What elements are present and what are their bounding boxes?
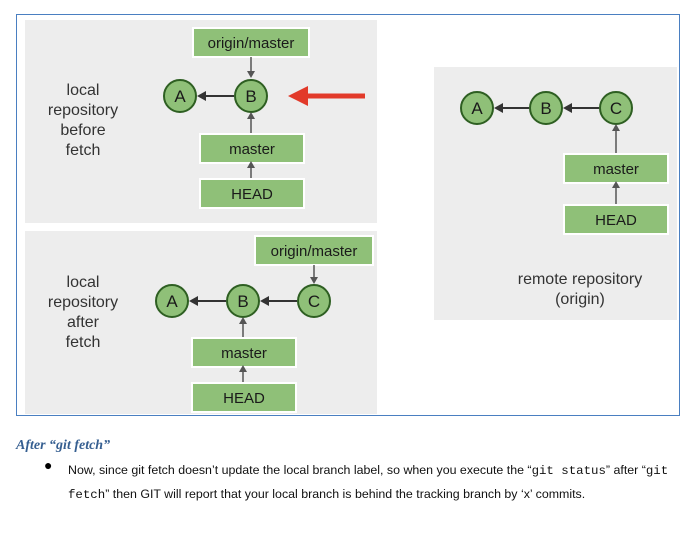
master-text: master [229,141,275,158]
arrow-head-icon [310,277,318,284]
panel-label-line: remote repository [518,271,643,288]
master-branch-label [199,133,305,164]
commit-label: B [237,292,248,311]
remote-graph: A B C master HEAD remote repository (ori… [460,91,669,308]
panel-local-before-fetch: local repository before fetch origin/mas… [25,20,377,223]
head-label [563,204,669,235]
commit-label: C [610,99,622,118]
origin-master-label [254,235,374,266]
commit-node-a [163,79,197,113]
panel-label-line: fetch [66,334,101,351]
panel-label-line: (origin) [555,291,605,308]
master-text: master [221,345,267,362]
commit-label: B [540,99,551,118]
red-arrow-icon [288,86,308,106]
commit-node-c [297,284,331,318]
panel-label-line: repository [48,294,118,311]
arrow-head-icon [247,71,255,78]
arrow-head-icon [494,103,503,113]
arrow-head-icon [247,112,255,119]
commit-label: A [174,87,186,106]
head-label [191,382,297,413]
arrow-head-icon [189,296,198,306]
bullet-icon: ● [44,457,53,473]
panel-label-line: local [67,274,100,291]
commit-label: A [471,99,483,118]
arrow-head-icon [239,317,247,324]
origin-master-text: origin/master [208,35,295,52]
diagram-frame: local repository before fetch origin/mas… [16,14,680,416]
arrow-head-icon [563,103,572,113]
master-branch-label [563,153,669,184]
after-fetch-graph: local repository after fetch origin/mast… [48,235,374,413]
commit-node-a [155,284,189,318]
head-text: HEAD [231,186,273,203]
origin-master-text: origin/master [271,243,358,260]
panel-label-line: fetch [66,142,101,159]
commit-node-a [460,91,494,125]
panel-label-line: before [60,122,105,139]
arrow-head-icon [197,91,206,101]
head-text: HEAD [223,390,265,407]
panel-label-line: local [67,82,100,99]
panel-remote-repository: A B C master HEAD remote repository (ori… [434,67,677,320]
panel-local-after-fetch: local repository after fetch origin/mast… [25,231,377,414]
head-label [199,178,305,209]
code-git-fetch: git fetch [68,464,669,502]
commit-label: B [245,87,256,106]
master-text: master [593,161,639,178]
explanation-text: Now, since git fetch doesn’t update the … [68,459,678,507]
arrow-head-icon [260,296,269,306]
commit-label: A [166,292,178,311]
note-text: Now, since git fetch doesn’t update the … [68,463,532,477]
code-git-status: git status [531,464,606,478]
section-caption: After “git fetch” [16,438,111,453]
arrow-head-icon [247,161,255,168]
before-fetch-graph: local repository before fetch origin/mas… [48,27,365,209]
commit-node-b [529,91,563,125]
head-text: HEAD [595,212,637,229]
panel-label-line: repository [48,102,118,119]
panel-label-line: after [67,314,100,331]
arrow-head-icon [239,365,247,372]
arrow-head-icon [612,181,620,188]
arrow-head-icon [612,124,620,131]
note-text: ” then GIT will report that your local b… [105,487,586,501]
commit-label: C [308,292,320,311]
note-text: ” after “ [605,463,646,477]
